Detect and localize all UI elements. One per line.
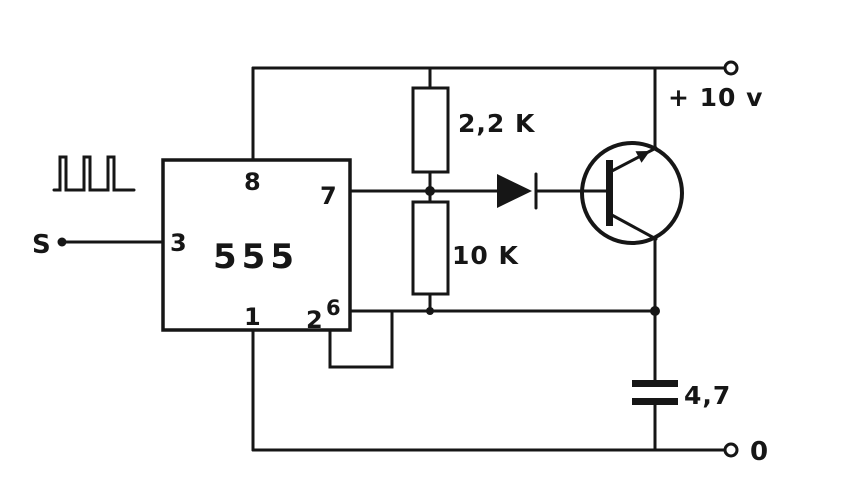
terminal-ground xyxy=(723,442,739,458)
wire-pin2-loop xyxy=(328,309,394,369)
pin-label-7: 7 xyxy=(320,182,337,210)
capacitor-label: 4,7 xyxy=(684,381,731,410)
input-terminal-dot xyxy=(57,237,67,247)
ground-label: 0 xyxy=(750,437,770,467)
capacitor-plate-bottom xyxy=(632,398,678,405)
transistor-arrow-icon xyxy=(635,151,650,163)
transistor-base-bar xyxy=(606,160,613,226)
transistor-body-circle xyxy=(580,141,684,245)
pin-label-3: 3 xyxy=(170,229,187,257)
resistor-r2-body xyxy=(411,200,450,296)
junction-dot-r1-r2 xyxy=(425,186,435,196)
ic-label: 555 xyxy=(213,237,299,277)
junction-dot-emitter-cap xyxy=(650,306,660,316)
pin-label-2: 2 xyxy=(306,306,323,334)
supply-label: + 10 v xyxy=(668,83,763,112)
transistor-emitter-line xyxy=(608,212,658,241)
capacitor-plate-top xyxy=(632,380,678,387)
ic-555-box xyxy=(161,158,352,332)
resistor-r1-body xyxy=(411,86,450,174)
pin-label-8: 8 xyxy=(244,168,261,196)
resistor-r1-label: 2,2 K xyxy=(458,109,536,138)
input-label: S xyxy=(32,230,53,260)
pulse-waveform-icon xyxy=(52,155,136,192)
pin-label-6: 6 xyxy=(326,296,341,320)
diode-icon xyxy=(497,174,532,208)
pin-label-1: 1 xyxy=(244,303,261,331)
resistor-r2-label: 10 K xyxy=(452,241,519,270)
junction-dot-r2-pin6 xyxy=(426,307,434,315)
terminal-supply xyxy=(723,60,739,76)
